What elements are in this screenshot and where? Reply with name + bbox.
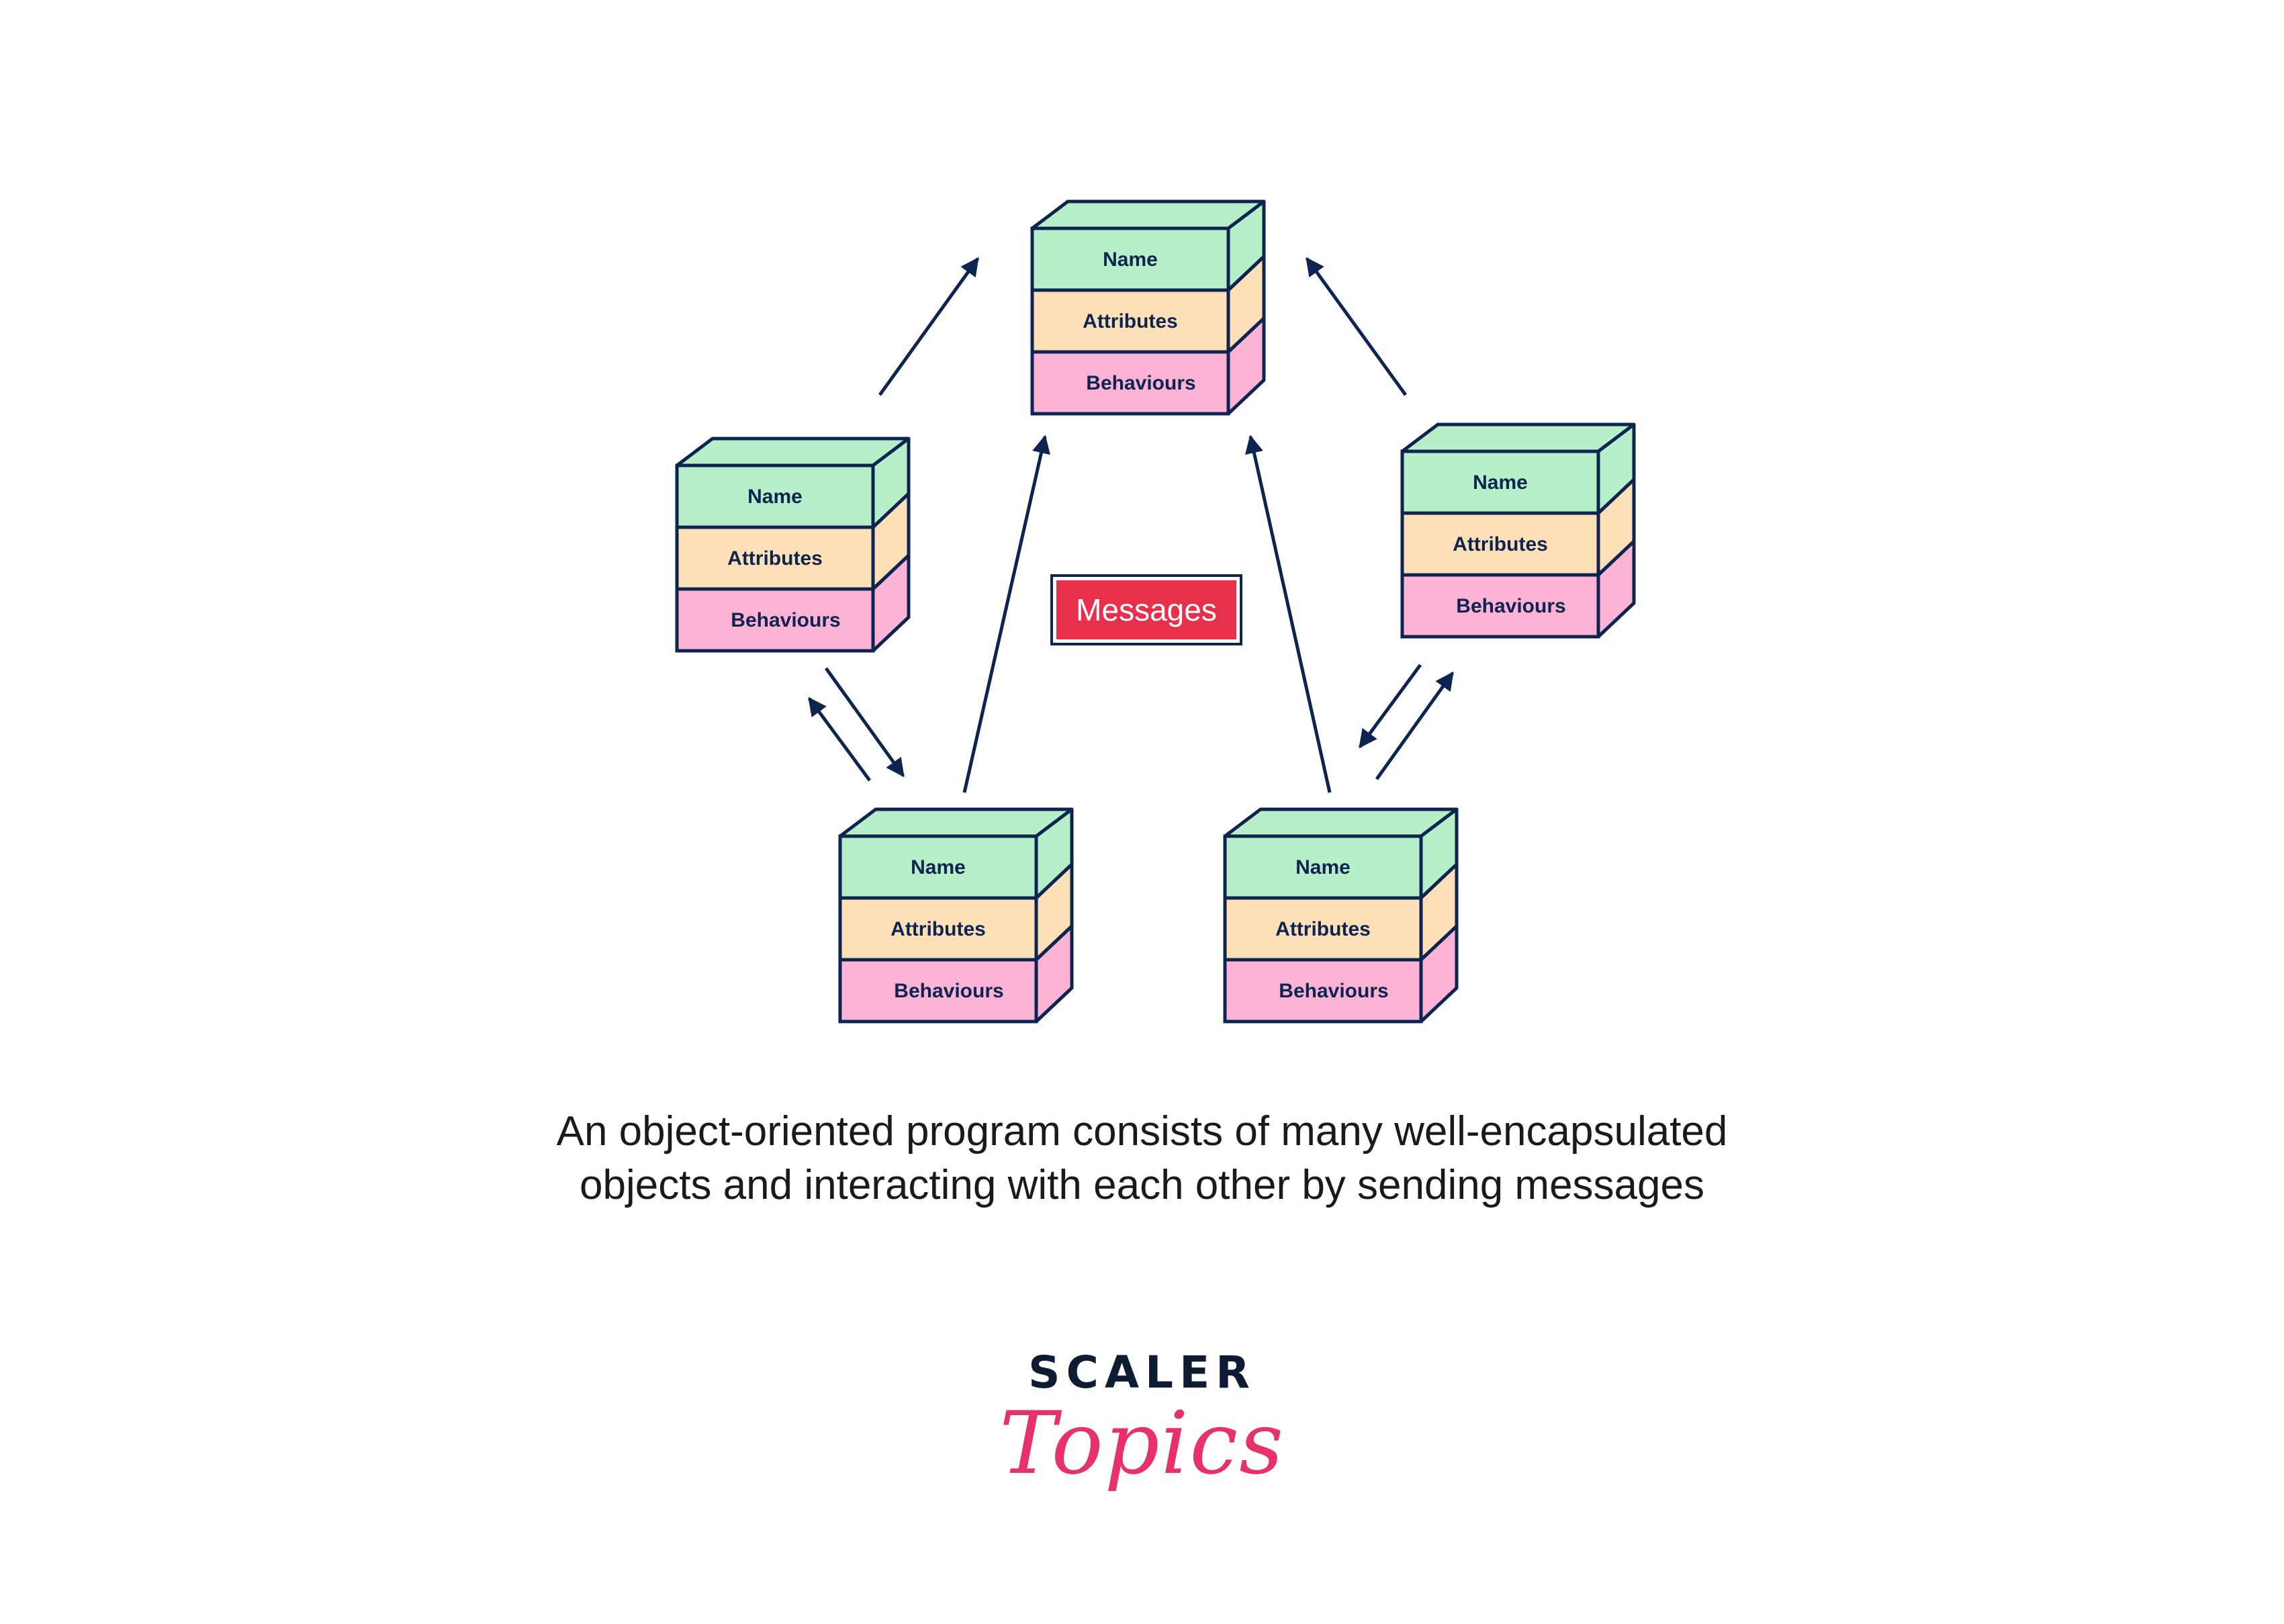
object-attributes-label: Attributes [1275, 918, 1371, 940]
object-behaviours-label: Behaviours [1279, 980, 1388, 1002]
object-name-label: Name [1295, 856, 1351, 878]
messages-badge: Messages [1050, 574, 1242, 645]
object-attributes-label: Attributes [1083, 310, 1178, 332]
arrow-bottom-left-to-left [807, 696, 872, 782]
object-behaviours-label: Behaviours [1086, 372, 1195, 394]
arrow-left-to-top [878, 257, 980, 396]
object-attributes-label: Attributes [727, 547, 823, 570]
object-name-label: Name [1473, 471, 1528, 494]
object-attributes-label: Attributes [890, 918, 986, 940]
messages-label: Messages [1076, 592, 1217, 627]
caption-line-2: objects and interacting with each other … [580, 1162, 1704, 1208]
object-cube-bottom-right: Name Attributes Behaviours [1223, 807, 1459, 1024]
object-behaviours-label: Behaviours [731, 609, 840, 631]
object-behaviours-label: Behaviours [894, 980, 1003, 1002]
arrow-bottom-right-to-right [1375, 671, 1455, 780]
object-cube-left: Name Attributes Behaviours [675, 437, 911, 653]
object-cube-bottom-left: Name Attributes Behaviours [838, 807, 1074, 1024]
object-name-label: Name [1103, 249, 1158, 271]
logo-wordmark: SCALER [1027, 1347, 1256, 1398]
arrow-bottom-left-to-top [962, 435, 1050, 793]
object-attributes-label: Attributes [1453, 533, 1548, 555]
logo-script: Topics [999, 1394, 1285, 1494]
caption-line-1: An object-oriented program consists of m… [556, 1108, 1728, 1155]
arrow-right-to-top [1305, 257, 1408, 396]
object-behaviours-label: Behaviours [1456, 595, 1565, 617]
object-name-label: Name [911, 856, 966, 878]
arrow-right-to-bottom-right [1358, 664, 1422, 749]
object-cube-top: Name Attributes Behaviours [1030, 199, 1266, 416]
arrow-left-to-bottom-left [824, 667, 905, 778]
object-name-label: Name [747, 486, 803, 508]
arrow-bottom-right-to-top [1244, 435, 1332, 793]
message-arrows [807, 257, 1455, 793]
object-cube-right: Name Attributes Behaviours [1400, 422, 1636, 639]
